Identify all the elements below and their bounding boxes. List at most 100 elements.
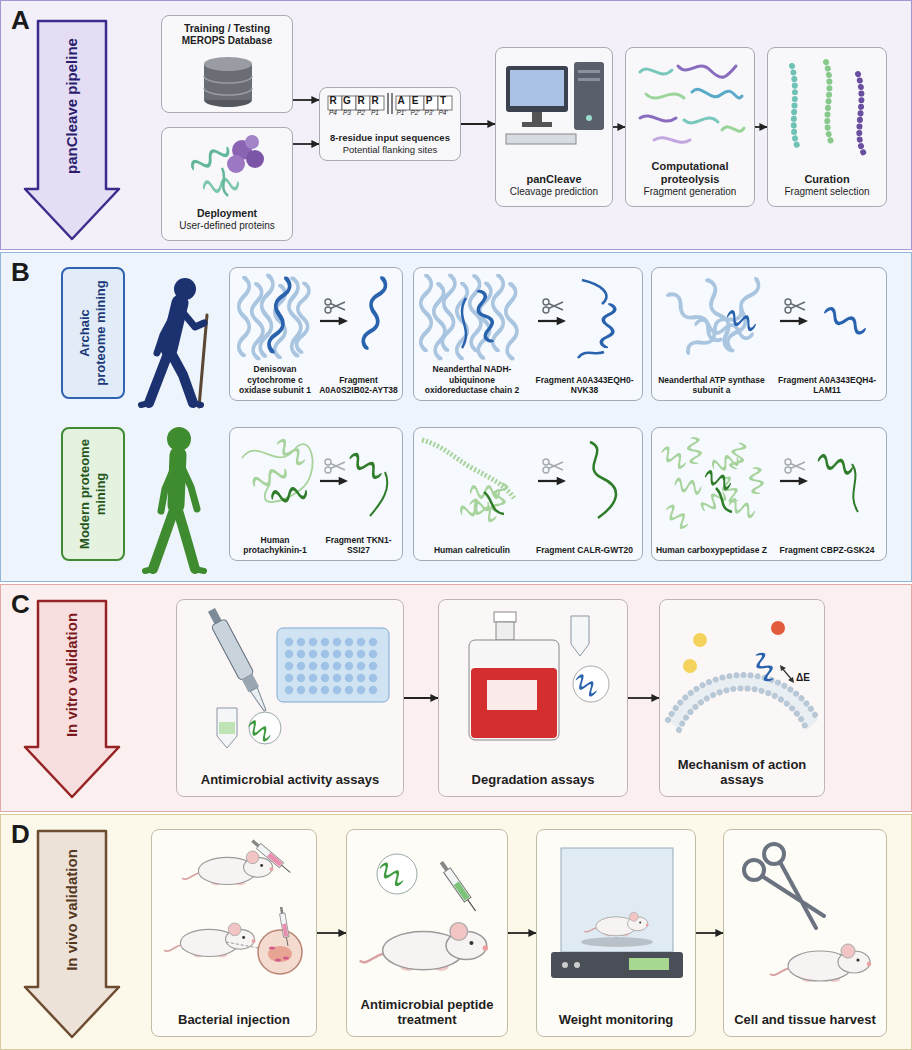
art-use — [320, 317, 348, 325]
art-path — [145, 569, 204, 571]
residue-letter: R — [363, 94, 387, 108]
art-use — [247, 721, 272, 742]
art-path — [157, 309, 177, 353]
art-g — [141, 303, 204, 405]
label-wrap: P1 — [363, 109, 387, 117]
process-box: Mechanism of action assays — [659, 599, 825, 797]
process-box: Computational proteolysisFragment genera… — [625, 47, 755, 207]
art-path — [640, 69, 672, 74]
art-path — [646, 94, 684, 98]
art-g — [459, 482, 507, 522]
arrow-label: In vitro validation — [63, 613, 81, 737]
art-path — [571, 616, 589, 656]
art-rect — [532, 112, 542, 122]
art-path — [678, 66, 736, 77]
label-wrap: P4 — [321, 109, 345, 117]
fragment-name: Fragment A0A0S2IB02-AYT38 — [318, 375, 399, 395]
art-path — [826, 62, 832, 144]
art-use — [473, 290, 497, 343]
position-label: P3' — [417, 109, 441, 117]
art-path — [222, 168, 228, 196]
fragment-name-wrap: Fragment CBPZ-GSK24 — [771, 545, 883, 555]
box-text: Antimicrobial peptide treatment — [352, 997, 502, 1028]
process-box: 8-residue input sequencesPotential flank… — [319, 87, 461, 161]
art-rect — [211, 618, 254, 680]
label-wrap: ΔE — [791, 672, 815, 684]
art-path — [217, 708, 237, 748]
art-path — [25, 601, 119, 797]
fragment-name: Fragment CALR-GWT20 — [530, 545, 639, 555]
label-wrap: R — [321, 94, 345, 108]
protein-name-wrap: Human carboxypeptidase Z — [655, 545, 768, 555]
panel-band: CIn vitro validation Antimicrobial activ… — [0, 584, 912, 812]
flow-connector — [293, 99, 319, 101]
art-path — [204, 76, 252, 95]
residue-letter: E — [403, 94, 427, 108]
art-g — [660, 437, 764, 529]
process-box: Degradation assays — [438, 599, 628, 797]
art-use — [325, 459, 345, 473]
label-wrap: P3' — [417, 109, 441, 117]
art-use — [421, 275, 432, 350]
stage-arrow: panCleave pipeline — [23, 19, 121, 241]
art-use — [278, 906, 290, 946]
art-use — [348, 453, 383, 479]
position-label: P4' — [431, 109, 455, 117]
art-rect — [506, 66, 568, 112]
art-circle — [246, 150, 264, 168]
art-use — [457, 283, 468, 358]
art-use — [695, 319, 754, 339]
box-text: Cell and tissue harvest — [729, 1012, 881, 1028]
box-subtitle: MEROPS Database — [167, 35, 287, 47]
art-rect — [510, 70, 564, 106]
protein-structure — [652, 428, 888, 562]
art-use — [239, 277, 250, 355]
art-path — [684, 118, 718, 123]
art-g — [792, 62, 864, 154]
art-ellipse — [283, 956, 289, 959]
panel-band: BArchaic proteome miningModern proteome … — [0, 252, 912, 582]
protein-box: Neanderthal ATP synthase subunit aFragme… — [651, 267, 887, 401]
label-wrap: T — [431, 94, 455, 108]
art-use — [438, 860, 479, 914]
art-circle — [258, 930, 302, 974]
box-title: Bacterial injection — [157, 1012, 311, 1028]
arrow-label: In vivo validation — [63, 849, 81, 971]
art-path — [177, 507, 195, 569]
art-use — [601, 304, 615, 348]
process-box: Cell and tissue harvest — [723, 829, 887, 1037]
protein-name-wrap: Human protachykinin-1 — [233, 535, 317, 555]
protein-box: Human calreticulinFragment CALR-GWT20 — [413, 427, 643, 561]
art-path — [668, 675, 818, 730]
art-path — [654, 138, 690, 143]
art-circle — [167, 427, 191, 451]
process-box: Antimicrobial activity assays — [176, 599, 404, 797]
art-use — [725, 277, 761, 351]
art-circle — [771, 621, 785, 635]
fragment-name-wrap: Fragment CALR-GWT20 — [530, 545, 639, 555]
art-rect — [629, 958, 669, 970]
art-rect — [283, 636, 379, 696]
box-title: 8-residue input sequences — [325, 132, 455, 143]
group-label-wrap: Modern proteome mining — [77, 438, 108, 550]
art-rect — [578, 70, 600, 73]
art-path — [792, 66, 798, 148]
protein-box: Human carboxypeptidase ZFragment CBPZ-GS… — [651, 427, 887, 561]
box-text: 8-residue input sequencesPotential flank… — [325, 132, 455, 155]
art-path — [153, 507, 175, 569]
art-use — [726, 311, 757, 331]
label-wrap: P2' — [403, 109, 427, 117]
art-circle — [377, 854, 417, 894]
art-circle — [174, 278, 196, 300]
art-use — [780, 317, 808, 325]
arrow-label: panCleave pipeline — [63, 38, 81, 174]
box-title: Degradation assays — [444, 772, 622, 788]
art-use — [260, 275, 273, 357]
art-g — [252, 439, 307, 490]
art-use — [325, 299, 345, 313]
process-box: DeploymentUser-defined proteins — [161, 127, 293, 241]
art-use — [505, 283, 518, 359]
art-use — [320, 477, 348, 485]
residue-letter: G — [335, 94, 359, 108]
art-path — [179, 461, 197, 509]
